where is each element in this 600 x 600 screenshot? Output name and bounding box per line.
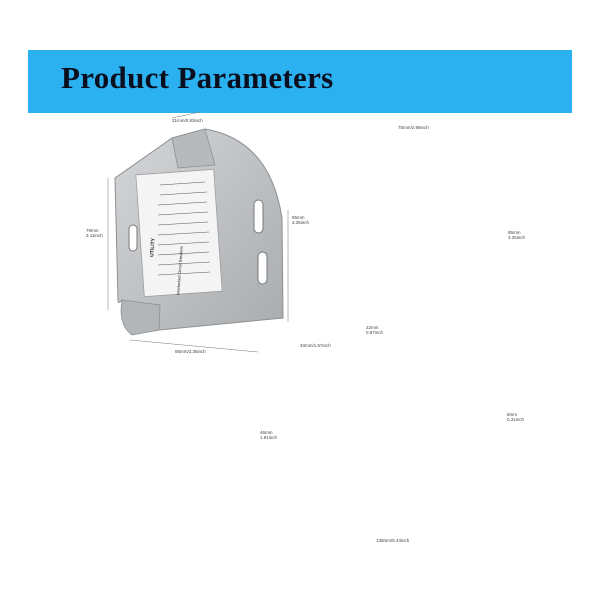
dimension-label: 8mm 0.31inch (507, 412, 525, 422)
header-banner: Product Parameters (28, 50, 572, 113)
dimension-label: 79mm 3.11inch (86, 228, 103, 238)
dimension-label: 22mm 0.87inch (366, 325, 384, 335)
dimension-label: 21mm/0.83inch (172, 118, 203, 123)
page-title: Product Parameters (61, 60, 334, 95)
dimension-label: 85mm/3.35inch (175, 349, 206, 354)
dimension-label: 138mm/5.43inch (376, 538, 410, 543)
dimension-label: 46mm 1.81inch (260, 430, 278, 440)
dimension-label: 85mm 3.35inch (508, 230, 526, 240)
dimension-label: 40mm/1.57inch (300, 343, 331, 348)
dimension-label: 85mm 3.35inch (292, 215, 310, 225)
bracket-part (107, 111, 289, 353)
dimension-label: 75mm/2.95inch (398, 125, 429, 130)
